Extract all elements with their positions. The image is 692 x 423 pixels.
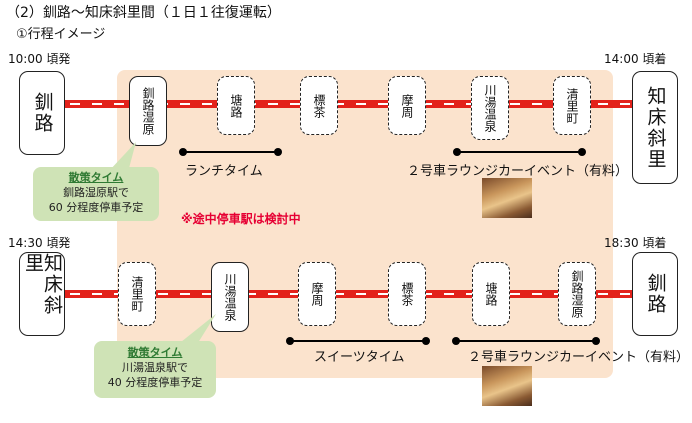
track-dash — [466, 293, 476, 295]
station-label: 塘路 — [229, 93, 243, 118]
station-label: 川湯温泉 — [223, 273, 237, 321]
callout-pointer — [108, 142, 136, 172]
callout-line: 釧路湿原駅で — [63, 186, 129, 199]
station-label: 清里町 — [565, 87, 579, 124]
station-label: 釧路湿原 — [570, 270, 584, 318]
bracket-end-dot — [274, 148, 282, 156]
outbound-destination-station: 知床斜里 — [632, 71, 678, 184]
track-dash — [202, 103, 212, 105]
track-dash — [378, 293, 388, 295]
outbound-arrive-time: 14:00 頃着 — [604, 52, 667, 66]
lounge-car-photo — [482, 178, 532, 218]
outbound-stop-4: 摩周 — [388, 76, 426, 135]
outbound-origin-station: 釧路 — [19, 71, 65, 155]
track-dash — [202, 293, 212, 295]
track-dash — [532, 293, 542, 295]
callout-pointer — [176, 314, 216, 346]
track-dash — [356, 293, 366, 295]
section-subheading: ①行程イメージ — [16, 27, 106, 42]
track-dash — [246, 293, 256, 295]
track-dash — [92, 293, 102, 295]
track-dash — [114, 103, 124, 105]
callout-line: 40 分程度停車予定 — [107, 376, 203, 389]
track-dash — [598, 103, 608, 105]
track-dash — [532, 103, 542, 105]
track-dash — [92, 103, 102, 105]
inbound-event-sweets: スイーツタイム — [314, 350, 405, 365]
inbound-arrive-time: 18:30 頃着 — [604, 236, 667, 250]
inbound-stop-3: 摩周 — [298, 262, 336, 326]
outbound-stop-2: 塘路 — [217, 76, 255, 135]
outbound-stop-6: 清里町 — [553, 76, 591, 135]
itinerary-background — [117, 70, 613, 378]
inbound-stop-1: 清里町 — [118, 262, 156, 326]
callout-line: 60 分程度停車予定 — [48, 201, 144, 214]
outbound-event-lunch: ランチタイム — [185, 164, 263, 179]
lounge-bracket — [456, 340, 596, 342]
station-label: 清里町 — [130, 276, 144, 312]
track-dash — [158, 293, 168, 295]
track-dash — [444, 103, 454, 105]
bracket-end-dot — [592, 337, 600, 345]
track-dash — [334, 293, 344, 295]
track-dash — [334, 103, 344, 105]
lounge-car-photo — [482, 366, 532, 406]
track-dash — [422, 103, 432, 105]
track-dash — [510, 103, 520, 105]
station-label: 知床斜里 — [22, 253, 63, 316]
station-label: 川湯温泉 — [483, 84, 497, 132]
outbound-stop-5: 川湯温泉 — [471, 76, 509, 140]
outbound-depart-time: 10:00 頃発 — [8, 52, 71, 66]
station-label: 摩周 — [400, 93, 414, 118]
track-dash — [422, 293, 432, 295]
station-label: 知床斜里 — [644, 85, 667, 170]
station-label: 釧路 — [644, 273, 667, 315]
track-dash — [70, 293, 80, 295]
inbound-stop-4: 標茶 — [388, 262, 426, 326]
track-dash — [620, 293, 630, 295]
callout-title: 散策タイム — [127, 346, 183, 359]
inbound-stroll-callout: 散策タイム 川湯温泉駅で 40 分程度停車予定 — [94, 341, 216, 398]
outbound-stop-3: 標茶 — [300, 76, 338, 135]
track-dash — [268, 293, 278, 295]
outbound-stop-1: 釧路湿原 — [129, 76, 167, 146]
inbound-event-lounge: ２号車ラウンジカーイベント（有料） — [468, 350, 690, 365]
track-dash — [444, 293, 454, 295]
station-label: 標茶 — [312, 93, 326, 118]
track-dash — [180, 103, 190, 105]
track-dash — [290, 293, 300, 295]
station-label: 釧路湿原 — [141, 87, 155, 135]
inbound-stop-6: 釧路湿原 — [558, 262, 596, 326]
outbound-stroll-callout: 散策タイム 釧路湿原駅で 60 分程度停車予定 — [33, 167, 159, 221]
inbound-stop-2: 川湯温泉 — [211, 262, 249, 332]
track-dash — [620, 103, 630, 105]
callout-line: 川湯温泉駅で — [122, 361, 188, 374]
inbound-depart-time: 14:30 頃発 — [8, 236, 71, 250]
outbound-event-lounge: ２号車ラウンジカーイベント（有料） — [407, 164, 629, 179]
track-dash — [70, 103, 80, 105]
callout-title: 散策タイム — [68, 171, 124, 184]
sweets-bracket — [290, 340, 426, 342]
station-label: 摩周 — [310, 282, 324, 306]
station-label: 釧路 — [31, 92, 54, 134]
lounge-bracket — [457, 151, 582, 153]
track-dash — [356, 103, 366, 105]
track-dash — [378, 103, 388, 105]
station-label: 標茶 — [400, 282, 414, 306]
track-dash — [598, 293, 608, 295]
stops-under-review-note: ※途中停車駅は検討中 — [181, 212, 301, 226]
section-heading: （2）釧路～知床斜里間（１日１往復運転） — [6, 5, 281, 21]
inbound-stop-5: 塘路 — [472, 262, 510, 326]
track-dash — [180, 293, 190, 295]
track-dash — [268, 103, 278, 105]
inbound-destination-station: 釧路 — [632, 252, 678, 336]
track-dash — [290, 103, 300, 105]
lunch-bracket — [183, 151, 278, 153]
station-label: 塘路 — [484, 282, 498, 306]
bracket-end-dot — [578, 148, 586, 156]
inbound-origin-station: 知床斜里 — [19, 252, 65, 336]
bracket-end-dot — [422, 337, 430, 345]
track-dash — [510, 293, 520, 295]
